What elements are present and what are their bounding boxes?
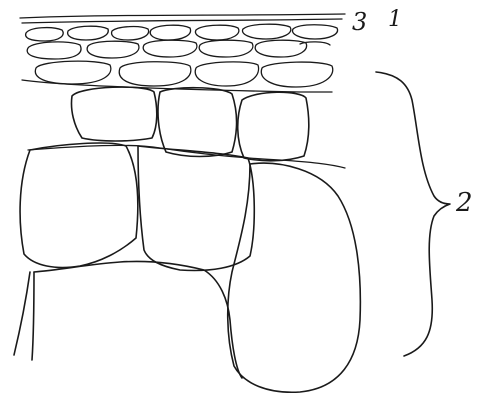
large-cell: [20, 143, 138, 267]
label-one: 1: [388, 9, 402, 31]
label-three: 3: [352, 10, 367, 34]
lower-cell-edge: [34, 261, 242, 378]
lower-cell-bottom-wall: [32, 272, 34, 360]
cell: [87, 41, 139, 58]
surface-line-inner: [22, 19, 342, 23]
large-cell: [228, 163, 361, 392]
cell: [242, 24, 290, 39]
cell: [112, 27, 149, 40]
cell: [150, 25, 190, 40]
cell: [195, 62, 258, 86]
cell: [158, 88, 237, 157]
lower-cell-left-wall: [14, 272, 30, 355]
cell: [68, 26, 109, 40]
cell: [26, 28, 64, 41]
label-two: 2: [456, 190, 473, 216]
cell-row-6: [14, 261, 242, 378]
surface-line-outer: [20, 14, 345, 18]
cell: [119, 62, 191, 86]
cell: [195, 25, 238, 40]
cell-row-2: [27, 40, 330, 59]
cell: [238, 92, 309, 161]
cell: [143, 40, 197, 57]
cell: [300, 42, 330, 45]
cell: [292, 25, 337, 39]
cell: [255, 40, 306, 57]
cell: [261, 62, 332, 87]
cell: [35, 61, 111, 84]
cell-row-3: [35, 61, 332, 87]
cell: [199, 40, 253, 57]
brace-bracket: [376, 72, 450, 356]
surface-lines: [20, 14, 345, 23]
cell: [71, 87, 156, 141]
cell: [27, 42, 81, 59]
cell-row-4: [71, 87, 308, 161]
cell-row-1: [26, 24, 338, 41]
